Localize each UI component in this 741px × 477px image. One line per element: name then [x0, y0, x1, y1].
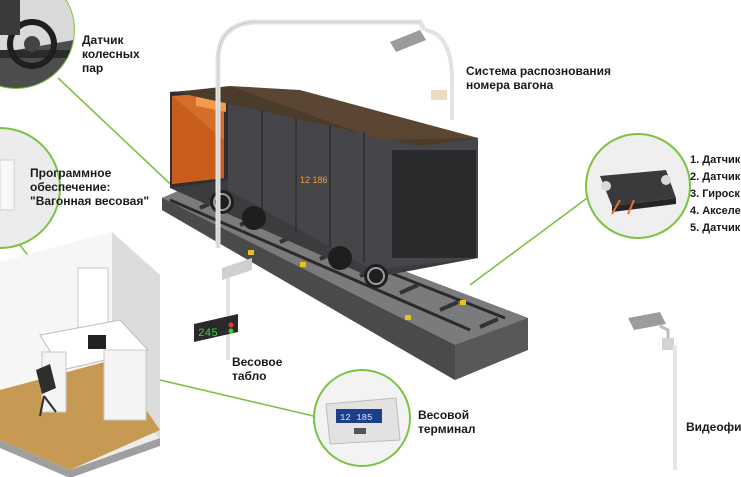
- office-room: [0, 232, 160, 477]
- sensor-list-item: 5. Датчик: [690, 222, 741, 234]
- sensor-list-item: 1. Датчик: [690, 154, 741, 166]
- freight-wagon: 12 186: [170, 86, 478, 288]
- recognition-gantry: [215, 19, 454, 360]
- software-circle: [0, 127, 61, 249]
- terminal-circle: 12 185: [313, 369, 411, 467]
- sensor-list-item: 4. Акселе: [690, 205, 741, 217]
- sensor-list-item: 3. Гироск: [690, 188, 740, 200]
- video-camera: [628, 312, 677, 470]
- label-recognition-system: Система распознования номера вагона: [466, 64, 611, 92]
- wagon-number: 12 186: [300, 175, 328, 185]
- wheel-sensor-circle: [0, 0, 75, 89]
- sensor-list: 1. Датчик 2. Датчик 3. Гироск 4. Акселе …: [690, 152, 741, 237]
- weight-scoreboard: 245: [194, 314, 238, 342]
- sensor-circle: [585, 133, 691, 239]
- label-scoreboard: Весовое табло: [232, 355, 283, 383]
- label-terminal: Весовой терминал: [418, 408, 476, 436]
- sensor-list-item: 2. Датчик: [690, 171, 741, 183]
- label-video: Видеофи: [686, 420, 741, 434]
- label-wheel-sensor: Датчик колесных пар: [82, 33, 140, 75]
- label-software: Программное обеспечение: "Вагонная весов…: [30, 166, 150, 208]
- scoreboard-digits: 245: [198, 328, 218, 340]
- terminal-screen: 12 185: [340, 413, 372, 423]
